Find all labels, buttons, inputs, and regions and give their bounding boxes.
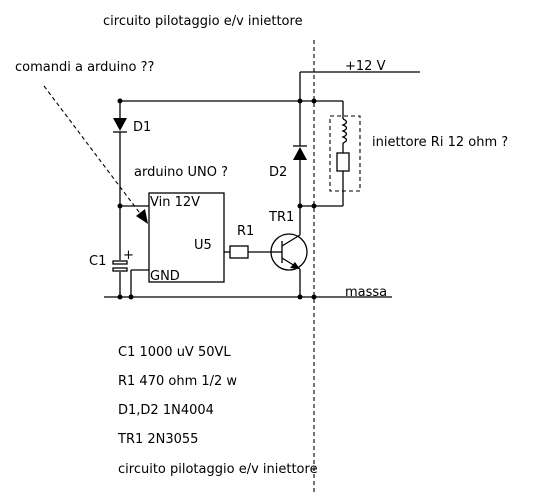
c1-polarity-mark: + bbox=[123, 248, 134, 263]
parts-list-item: C1 1000 uV 50VL bbox=[118, 345, 231, 360]
parts-list-item: TR1 2N3055 bbox=[117, 432, 198, 447]
c1-capacitor-plate-top bbox=[112, 260, 128, 265]
d2-label: D2 bbox=[269, 165, 287, 180]
tr1-collector-lead bbox=[281, 234, 301, 247]
d2-diode-body bbox=[293, 147, 307, 160]
arduino-annotation: arduino UNO ? bbox=[134, 165, 228, 180]
tr1-emitter-arrow bbox=[290, 262, 300, 269]
r1-label: R1 bbox=[237, 224, 254, 239]
c1-label: C1 bbox=[89, 254, 106, 269]
tr1-label: TR1 bbox=[268, 210, 294, 225]
injector-resistance bbox=[336, 152, 350, 172]
parts-list-item: D1,D2 1N4004 bbox=[118, 403, 214, 418]
r1-resistor bbox=[229, 245, 249, 259]
injector-dashed-box bbox=[329, 115, 361, 192]
supply-rail-label: +12 V bbox=[345, 59, 386, 74]
d1-diode-body bbox=[113, 118, 127, 131]
vin-pin-label: Vin 12V bbox=[150, 195, 200, 210]
node-ground-left bbox=[117, 294, 123, 300]
u5-label: U5 bbox=[194, 238, 212, 253]
ground-rail-label: massa bbox=[345, 285, 387, 300]
schematic-title: circuito pilotaggio e/v iniettore bbox=[103, 14, 303, 29]
node-ground-divider bbox=[311, 294, 317, 300]
gnd-pin-label: GND bbox=[150, 269, 180, 284]
d1-label: D1 bbox=[133, 120, 151, 135]
parts-list-item: circuito pilotaggio e/v iniettore bbox=[118, 462, 318, 477]
injector-coil-icon bbox=[341, 118, 348, 144]
node-ground-gnd bbox=[128, 294, 134, 300]
node-top-divider bbox=[311, 98, 317, 104]
commands-arrow-head bbox=[136, 209, 148, 224]
c1-capacitor-plate-bottom bbox=[112, 267, 128, 272]
node-ground-emitter bbox=[297, 294, 303, 300]
commands-annotation: comandi a arduino ?? bbox=[15, 60, 154, 75]
arduino-u5-box bbox=[148, 192, 225, 283]
injector-annotation: iniettore Ri 12 ohm ? bbox=[372, 135, 508, 150]
commands-arrow-line bbox=[43, 85, 143, 217]
parts-list-item: R1 470 ohm 1/2 w bbox=[118, 374, 237, 389]
